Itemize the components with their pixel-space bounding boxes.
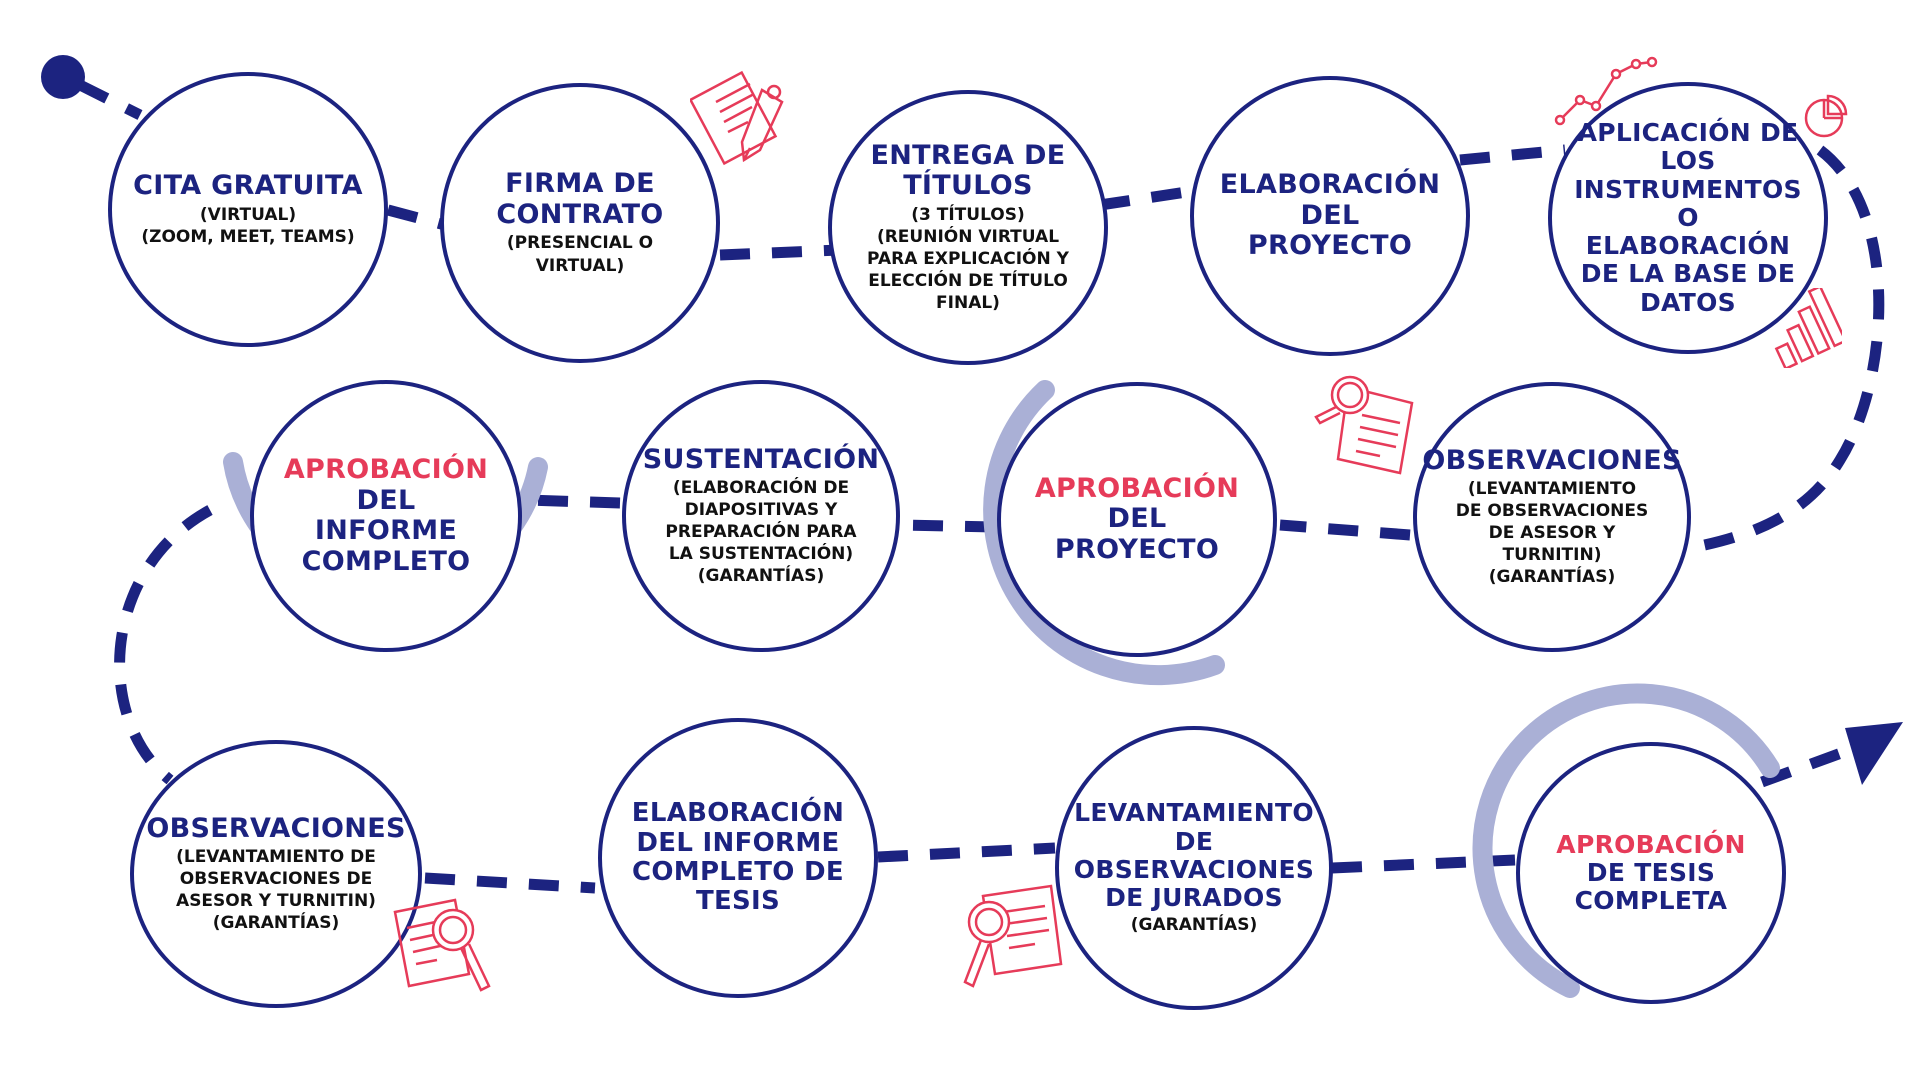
path-segment — [719, 244, 841, 261]
path-segment — [877, 842, 1056, 863]
step-aplicacion-instrumentos: APLICACIÓN DE LOS INSTRUMENTOS O ELABORA… — [1548, 82, 1828, 354]
step-subtitle: (GARANTÍAS) — [1130, 915, 1258, 936]
step-elaboracion-proyecto: ELABORACIÓN DEL PROYECTO — [1190, 76, 1470, 356]
step-title-rest: DEL INFORME COMPLETO — [301, 484, 471, 577]
halo-arc — [1472, 683, 1780, 998]
step-title-rest: DEL PROYECTO — [1054, 503, 1220, 565]
step-title: APLICACIÓN DE LOS INSTRUMENTOS O ELABORA… — [1574, 118, 1802, 317]
step-title: OBSERVACIONES — [146, 812, 406, 844]
step-elaboracion-informe: ELABORACIÓN DEL INFORME COMPLETO DE TESI… — [598, 718, 878, 998]
path-segment — [1459, 144, 1566, 166]
step-title-highlight: APROBACIÓN — [1034, 472, 1240, 504]
step-title-highlight: APROBACIÓN — [283, 454, 489, 485]
path-segment — [524, 494, 621, 509]
step-title: FIRMA DE CONTRATO — [496, 168, 664, 230]
step-subtitle: (3 TÍTULOS) (REUNIÓN VIRTUAL PARA EXPLIC… — [867, 204, 1069, 314]
step-subtitle: (ELABORACIÓN DE DIAPOSITIVAS Y PREPARACI… — [665, 478, 857, 587]
start-dot — [41, 55, 85, 99]
step-firma-contrato: FIRMA DE CONTRATO (PRESENCIAL O VIRTUAL) — [440, 83, 720, 363]
arrow-head-icon — [1845, 722, 1903, 785]
step-title-highlight: APROBACIÓN — [1556, 829, 1746, 859]
step-subtitle: (VIRTUAL) (ZOOM, MEET, TEAMS) — [141, 204, 355, 247]
step-subtitle: (PRESENCIAL O VIRTUAL) — [506, 233, 654, 276]
step-title-rest: DE TESIS COMPLETA — [1574, 857, 1728, 916]
bar-chart-icon — [1774, 288, 1842, 368]
path-segment — [424, 872, 596, 894]
step-title: OBSERVACIONES — [1422, 444, 1682, 476]
step-observaciones-2: OBSERVACIONES (LEVANTAMIENTO DE OBSERVAC… — [130, 740, 422, 1008]
step-title: ENTREGA DE TÍTULOS — [870, 139, 1066, 202]
step-title: LEVANTAMIENTO DE OBSERVACIONES DE JURADO… — [1073, 798, 1315, 913]
search-document-icon — [1314, 375, 1414, 475]
pie-chart-icon — [1804, 94, 1848, 138]
step-aprobacion-tesis: APROBACIÓN DE TESIS COMPLETA — [1516, 742, 1786, 1004]
path-segment — [1760, 742, 1857, 788]
step-observaciones-1: OBSERVACIONES (LEVANTAMIENTO DE OBSERVAC… — [1413, 382, 1691, 652]
step-entrega-titulos: ENTREGA DE TÍTULOS (3 TÍTULOS) (REUNIÓN … — [828, 90, 1108, 365]
step-subtitle: (LEVANTAMIENTO DE OBSERVACIONES DE ASESO… — [176, 847, 376, 934]
document-pen-icon — [690, 70, 784, 166]
step-title: APROBACIÓN DE TESIS COMPLETA — [1538, 829, 1764, 916]
step-title: SUSTENTACIÓN — [642, 443, 880, 475]
line-chart-icon — [1554, 56, 1658, 126]
step-title: APROBACIÓN DEL INFORME COMPLETO — [272, 454, 500, 577]
step-title: ELABORACIÓN DEL INFORME COMPLETO DE TESI… — [631, 798, 845, 917]
path-segment — [901, 519, 996, 533]
step-title: APROBACIÓN DEL PROYECTO — [1011, 472, 1263, 566]
step-aprobacion-informe: APROBACIÓN DEL INFORME COMPLETO — [250, 380, 522, 652]
path-segment — [1099, 184, 1201, 211]
search-document-icon — [393, 898, 491, 992]
step-aprobacion-proyecto: APROBACIÓN DEL PROYECTO — [997, 382, 1277, 657]
step-subtitle: (LEVANTAMIENTO DE OBSERVACIONES DE ASESO… — [1455, 479, 1649, 588]
search-document-icon — [963, 884, 1063, 988]
path-segment — [1279, 519, 1411, 541]
path-segment — [386, 204, 447, 231]
path-segment — [114, 505, 213, 785]
step-sustentacion: SUSTENTACIÓN (ELABORACIÓN DE DIAPOSITIVA… — [622, 380, 900, 652]
step-levantamiento-jurados: LEVANTAMIENTO DE OBSERVACIONES DE JURADO… — [1055, 726, 1333, 1010]
path-segment — [1688, 145, 1885, 554]
step-title: CITA GRATUITA — [133, 170, 363, 202]
halo-arc — [983, 380, 1225, 686]
step-title: ELABORACIÓN DEL PROYECTO — [1219, 169, 1441, 262]
step-cita-gratuita: CITA GRATUITA (VIRTUAL) (ZOOM, MEET, TEA… — [108, 72, 388, 347]
path-segment — [77, 80, 143, 120]
